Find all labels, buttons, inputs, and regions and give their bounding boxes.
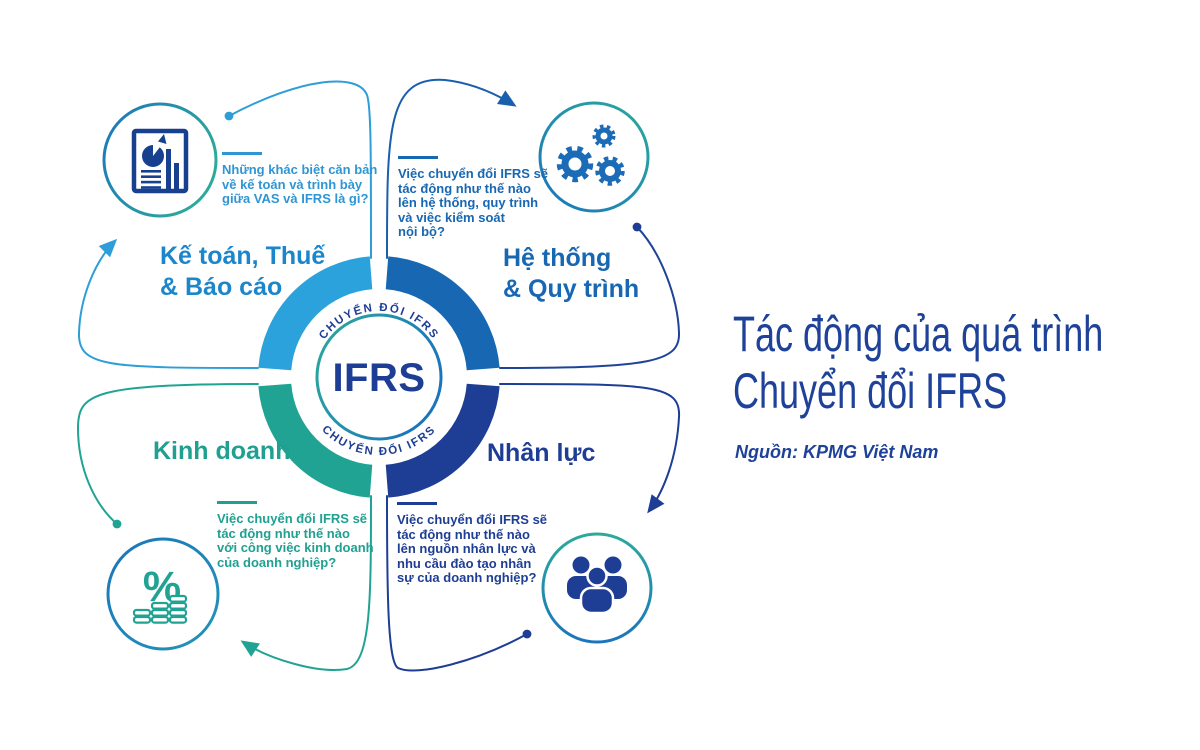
question-line: lên nguồn nhân lực và: [397, 541, 536, 557]
question-line: và việc kiểm soát: [398, 209, 505, 225]
dash-top-left: [222, 152, 262, 155]
question-line: nhu cầu đào tạo nhân: [397, 555, 532, 571]
page-title-line: Tác động của quá trình: [733, 306, 1104, 362]
question-line: tác động như thế nào: [217, 525, 350, 541]
center-label: IFRS: [332, 356, 425, 400]
coin-stacks: [132, 594, 188, 624]
question-bottom-left: Việc chuyển đổi IFRS sẽ tác động như thế…: [217, 501, 374, 570]
connector-people-to-ring: [386, 495, 532, 672]
center-ring: [258, 256, 500, 498]
dash-bottom-left: [217, 501, 257, 504]
question-line: Việc chuyển đổi IFRS sẽ: [397, 512, 548, 527]
heading-line: Kinh doanh: [153, 437, 291, 465]
connector-ring-to-people-arrow: [499, 383, 681, 514]
center-circle: [315, 313, 443, 441]
question-line: của doanh nghiệp?: [217, 554, 337, 570]
heading-systems-processes: Hệ thống & Quy trình: [503, 243, 639, 305]
gears-icon: [556, 124, 625, 186]
heading-accounting-tax-reporting: Kế toán, Thuế & Báo cáo: [160, 241, 325, 303]
connector-report-to-ring: [224, 80, 372, 259]
question-line: về kế toán và trình bày: [222, 176, 363, 192]
dash-bottom-right: [397, 502, 437, 505]
ring-segment-bottom-right: [385, 383, 500, 498]
heading-line: Nhân lực: [487, 439, 596, 467]
heading-business: Kinh doanh: [153, 436, 290, 467]
cycle-connectors: [76, 78, 681, 672]
people-icon: [567, 556, 627, 615]
heading-line: & Báo cáo: [160, 273, 283, 301]
question-line: giữa VAS và IFRS là gì?: [222, 191, 369, 207]
heading-human-resources: Nhân lực: [487, 438, 595, 469]
connector-ring-to-report-arrow: [77, 238, 259, 369]
heading-line: & Quy trình: [503, 275, 640, 303]
question-line: lên hệ thống, quy trình: [398, 195, 539, 211]
question-line: Việc chuyển đổi IFRS sẽ: [398, 166, 549, 181]
question-line: tác động như thế nào: [397, 526, 530, 542]
question-line: nội bộ?: [398, 224, 445, 240]
percent-coins-icon: %: [132, 563, 188, 624]
question-line: với công việc kinh doanh: [217, 540, 374, 556]
page-title: Tác động của quá trình Chuyển đổi IFRS: [733, 306, 1103, 420]
question-line: sự của doanh nghiệp?: [397, 570, 537, 586]
connector-gears-to-ring: [499, 222, 681, 369]
connector-percent-to-ring: [76, 383, 259, 529]
question-top-left: Những khác biệt căn bản về kế toán và tr…: [222, 152, 377, 207]
page-title-line: Chuyển đổi IFRS: [733, 363, 1008, 419]
dash-top-right: [398, 156, 438, 159]
source-credit: Nguồn: KPMG Việt Nam: [735, 442, 939, 462]
connector-ring-to-percent-arrow: [240, 495, 372, 671]
ring-segment-bottom-left: [258, 383, 373, 498]
question-line: tác động như thế nào: [398, 180, 531, 196]
question-top-right: Việc chuyển đổi IFRS sẽ tác động như thế…: [398, 156, 548, 240]
report-chart-icon: [131, 128, 189, 194]
heading-line: Hệ thống: [503, 244, 612, 272]
connector-ring-to-gears-arrow: [386, 78, 517, 259]
question-line: Việc chuyển đổi IFRS sẽ: [217, 511, 368, 526]
question-bottom-right: Việc chuyển đổi IFRS sẽ tác động như thế…: [397, 502, 547, 586]
ring-segment-top-left: [258, 256, 373, 371]
question-line: Những khác biệt căn bản: [222, 162, 378, 177]
ring-segment-top-right: [385, 256, 500, 371]
heading-line: Kế toán, Thuế: [160, 242, 326, 270]
gears-icon-circle: [538, 101, 650, 213]
